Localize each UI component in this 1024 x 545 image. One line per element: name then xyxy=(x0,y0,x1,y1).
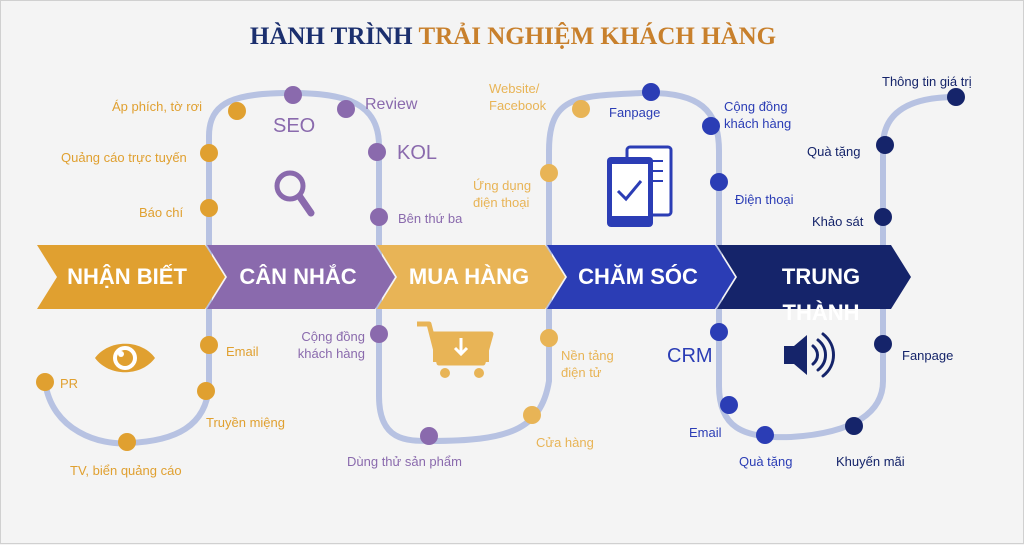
dot-website xyxy=(572,100,590,118)
dot-quang-cao xyxy=(200,144,218,162)
touchpoint-email-1: Email xyxy=(226,344,259,359)
dot-truyen-mieng xyxy=(197,382,215,400)
dot-ap-phich xyxy=(228,102,246,120)
touchpoint-quang-cao: Quảng cáo trực tuyến xyxy=(61,150,187,165)
dot-qua-tang-2 xyxy=(876,136,894,154)
touchpoint-ben-thu-ba: Bên thứ ba xyxy=(398,211,463,226)
stage-label-can-nhac: CÂN NHẮC xyxy=(239,264,357,289)
touchpoint-khao-sat: Khảo sát xyxy=(812,214,864,229)
speaker-icon xyxy=(784,332,835,378)
stage-label-mua-hang: MUA HÀNG xyxy=(408,264,530,289)
touchpoint-website: Website/Facebook xyxy=(489,81,547,113)
dot-pr xyxy=(36,373,54,391)
dot-thong-tin xyxy=(947,88,965,106)
stage-arrow-cham-soc xyxy=(547,245,735,309)
touchpoint-dung-thu: Dùng thử sản phẩm xyxy=(347,454,462,469)
touchpoint-dien-thoai: Điện thoại xyxy=(735,192,794,207)
dot-ung-dung xyxy=(540,164,558,182)
dot-khuyen-mai xyxy=(845,417,863,435)
touchpoint-truyen-mieng: Truyền miệng xyxy=(206,415,285,430)
magnifier-icon xyxy=(274,170,315,217)
dot-nen-tang xyxy=(540,329,558,347)
dot-dien-thoai xyxy=(710,173,728,191)
touchpoint-review: Review xyxy=(365,96,418,113)
touchpoint-cua-hang: Cửa hàng xyxy=(536,435,594,450)
touchpoint-qua-tang-1: Quà tặng xyxy=(739,454,793,469)
stage-label-cham-soc: CHĂM SÓC xyxy=(578,264,698,289)
touchpoint-crm: CRM xyxy=(667,345,713,367)
dot-fanpage-1 xyxy=(642,83,660,101)
dot-kol xyxy=(368,143,386,161)
dot-crm xyxy=(710,323,728,341)
dot-dung-thu xyxy=(420,427,438,445)
dot-khao-sat xyxy=(874,208,892,226)
mobile-check-icon xyxy=(607,145,673,227)
dot-tv xyxy=(118,433,136,451)
dot-seo xyxy=(284,86,302,104)
touchpoint-email-2: Email xyxy=(689,425,722,440)
dot-ben-thu-ba xyxy=(370,208,388,226)
stage-arrow-nhan-biet xyxy=(37,245,225,309)
dot-cong-dong-1 xyxy=(370,325,388,343)
touchpoint-ap-phich: Áp phích, tờ rơi xyxy=(112,99,203,114)
dot-cong-dong-2 xyxy=(702,117,720,135)
stage-label-nhan-biet: NHẬN BIẾT xyxy=(67,264,187,289)
touchpoint-seo: SEO xyxy=(273,115,316,137)
dot-email-1 xyxy=(200,336,218,354)
dot-review xyxy=(337,100,355,118)
stage-arrow-mua-hang xyxy=(377,245,565,309)
touchpoint-kol: KOL xyxy=(397,142,438,164)
page-title: HÀNH TRÌNH TRẢI NGHIỆM KHÁCH HÀNG xyxy=(1,23,1024,51)
dot-fanpage-2 xyxy=(874,335,892,353)
touchpoint-fanpage-1: Fanpage xyxy=(609,105,661,120)
title-part-1: HÀNH TRÌNH xyxy=(249,23,413,50)
eye-icon xyxy=(95,343,155,373)
dot-qua-tang-1 xyxy=(756,426,774,444)
touchpoint-fanpage-2: Fanpage xyxy=(902,348,954,363)
shopping-cart-icon xyxy=(417,321,494,378)
touchpoint-qua-tang-2: Quà tặng xyxy=(807,144,861,159)
dot-bao-chi xyxy=(200,199,218,217)
stage-arrow-can-nhac xyxy=(207,245,395,309)
touchpoint-thong-tin: Thông tin giá trị xyxy=(882,74,972,89)
touchpoint-pr: PR xyxy=(60,376,79,391)
title-part-2: TRẢI NGHIỆM KHÁCH HÀNG xyxy=(418,23,777,50)
stage-arrow-trung-thanh xyxy=(717,245,911,309)
dot-email-2 xyxy=(720,396,738,414)
touchpoint-tv: TV, biển quảng cáo xyxy=(70,463,182,478)
stage-label-trung-thanh: TRUNG THÀNH xyxy=(781,264,861,325)
dot-cua-hang xyxy=(523,406,541,424)
touchpoint-khuyen-mai: Khuyến mãi xyxy=(836,454,905,469)
touchpoint-bao-chi: Báo chí xyxy=(139,205,184,220)
